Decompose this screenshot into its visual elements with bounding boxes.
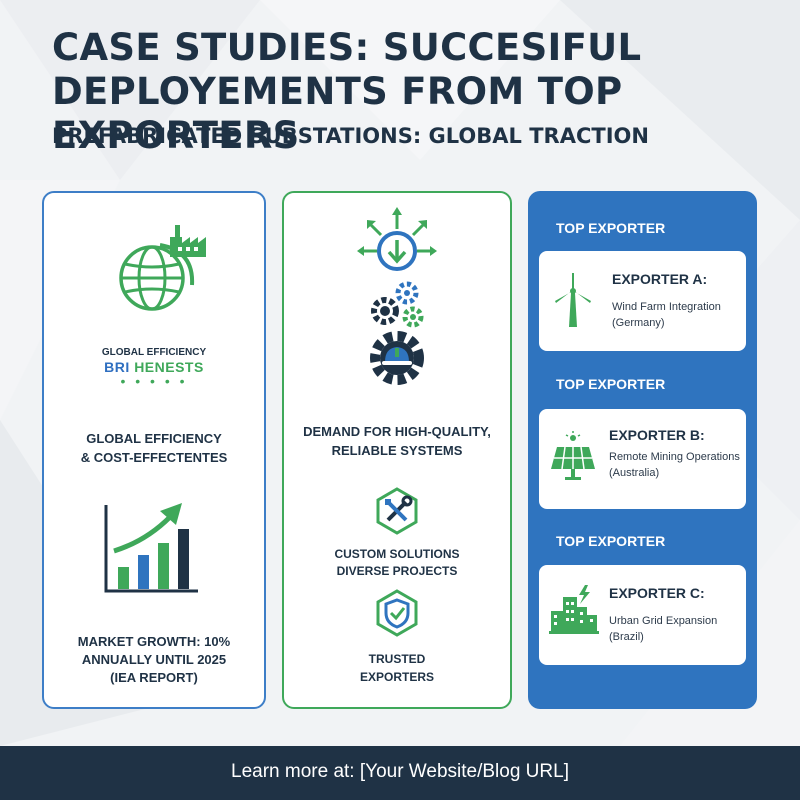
market-growth-line-3: (IEA REPORT) <box>110 670 198 685</box>
custom-solutions-text: CUSTOM SOLUTIONS DIVERSE PROJECTS <box>284 546 510 580</box>
market-growth-text: MARKET GROWTH: 10% ANNUALLY UNTIL 2025 (… <box>44 633 264 687</box>
exporter-desc-c-line-2: (Brazil) <box>609 631 644 643</box>
globe-icon <box>119 243 195 311</box>
arrows-expand-icon <box>357 207 437 271</box>
exporter-desc-a-line-1: Wind Farm Integration <box>612 301 721 313</box>
globe-factory-icon <box>119 225 206 311</box>
page-title: CASE STUDIES: SUCCESIFUL DEPLOYEMENTS FR… <box>52 26 772 158</box>
exporter-name-c: EXPORTER C: <box>609 585 705 601</box>
solar-panel-icon <box>551 431 595 480</box>
growth-chart-icon <box>104 503 198 593</box>
efficiency-heading-line-2: & COST-EFFECTENTES <box>80 450 228 465</box>
global-efficiency-card: GLOBAL EFFICIENCY BRI HENESTS • • • • • … <box>42 191 266 709</box>
logo-small-text: GLOBAL EFFICIENCY <box>101 347 207 358</box>
demand-heading: DEMAND FOR HIGH-QUALITY, RELIABLE SYSTEM… <box>284 422 510 460</box>
exporter-card-a: EXPORTER A: Wind Farm Integration (Germa… <box>539 251 746 351</box>
logo-brand-part-a: BRI <box>104 359 130 375</box>
market-growth-line-1: MARKET GROWTH: 10% <box>77 634 231 649</box>
exporter-card-c: EXPORTER C: Urban Grid Expansion (Brazil… <box>539 565 746 665</box>
demand-heading-line-1: DEMAND FOR HIGH-QUALITY, <box>303 424 491 439</box>
exporter-card-b: EXPORTER B: Remote Mining Operations (Au… <box>539 409 746 509</box>
trusted-line-1: TRUSTED <box>368 652 426 666</box>
trusted-exporters-text: TRUSTED EXPORTERS <box>284 650 510 686</box>
custom-solutions-line-2: DIVERSE PROJECTS <box>336 564 458 578</box>
logo-brand-part-b: HENESTS <box>134 359 204 375</box>
market-growth-line-2: ANNUALLY UNTIL 2025 <box>81 652 227 667</box>
logo-dots: • • • • • <box>120 373 188 389</box>
shield-check-icon <box>376 589 418 637</box>
top-exporters-panel: TOP EXPORTER EXPORTER A: Wind Farm Integ… <box>528 191 757 709</box>
wind-turbine-icon <box>555 273 591 327</box>
quality-demand-card: DEMAND FOR HIGH-QUALITY, RELIABLE SYSTEM… <box>282 191 512 709</box>
exporter-desc-c: Urban Grid Expansion (Brazil) <box>609 613 717 645</box>
exporter-desc-a: Wind Farm Integration (Germany) <box>612 299 721 331</box>
tools-hexagon-icon <box>376 487 418 535</box>
footer-bar: Learn more at: [Your Website/Blog URL] <box>0 746 800 800</box>
logo-brand-text: BRI HENESTS <box>44 359 264 375</box>
exporter-desc-c-line-1: Urban Grid Expansion <box>609 615 718 627</box>
city-power-icon <box>549 585 599 634</box>
demand-heading-line-2: RELIABLE SYSTEMS <box>331 443 463 458</box>
title-line-2: DEPLOYEMENTS FROM TOP EXPORTERS <box>52 70 623 157</box>
exporter-desc-b: Remote Mining Operations (Australia) <box>609 449 740 481</box>
exporter-desc-b-line-1: Remote Mining Operations <box>609 451 740 463</box>
factory-icon <box>170 225 206 257</box>
exporter-name-a: EXPORTER A: <box>612 271 708 287</box>
efficiency-heading: GLOBAL EFFICIENCY & COST-EFFECTENTES <box>44 429 264 467</box>
top-exporter-heading-c: TOP EXPORTER <box>556 533 666 549</box>
exporter-desc-b-line-2: (Australia) <box>609 467 660 479</box>
exporter-name-b: EXPORTER B: <box>609 427 705 443</box>
page-subtitle: PREFABRICATED SUBSTATIONS: GLOBAL TRACTI… <box>52 124 649 148</box>
custom-solutions-line-1: CUSTOM SOLUTIONS <box>334 547 460 561</box>
efficiency-heading-line-1: GLOBAL EFFICIENCY <box>86 431 222 446</box>
top-exporter-heading-a: TOP EXPORTER <box>556 220 666 236</box>
trusted-line-2: EXPORTERS <box>359 670 434 684</box>
worker-helmet-gear-icon <box>370 331 424 385</box>
top-exporter-heading-b: TOP EXPORTER <box>556 376 666 392</box>
footer-link-text[interactable]: Learn more at: [Your Website/Blog URL] <box>231 761 569 782</box>
exporter-desc-a-line-2: (Germany) <box>612 317 665 329</box>
gears-icon <box>371 281 424 328</box>
title-line-1: CASE STUDIES: SUCCESIFUL <box>52 26 642 69</box>
